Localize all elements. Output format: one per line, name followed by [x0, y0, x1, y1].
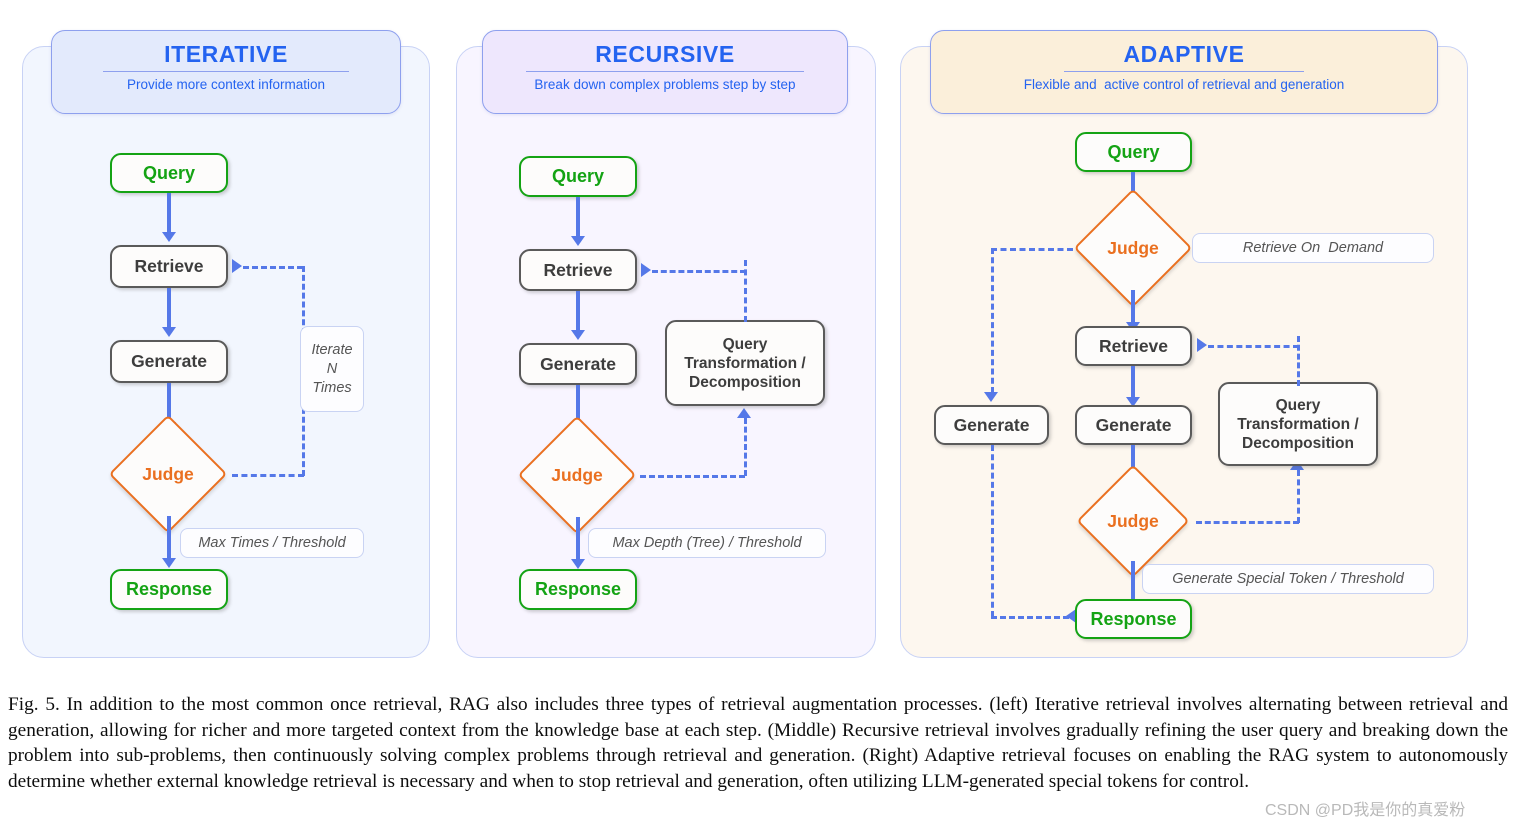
panel-iterative-title: ITERATIVE	[164, 41, 288, 67]
node-retrieve-recursive[interactable]: Retrieve	[519, 249, 637, 291]
arrow-query-to-retrieve	[167, 193, 171, 233]
node-judge-label: Judge	[1107, 237, 1159, 258]
arrowhead-down	[570, 236, 585, 246]
node-judge-bottom-adaptive[interactable]: Judge	[1073, 464, 1193, 578]
arrow-generate-to-judge	[167, 383, 171, 425]
arrow-judge-to-response	[167, 516, 171, 561]
chip-max-times-threshold: Max Times / Threshold	[180, 528, 364, 558]
arrowhead-left	[1197, 337, 1207, 352]
arrow-query-to-judge	[1131, 172, 1135, 205]
arrow-judge-to-response	[1131, 561, 1135, 605]
node-generate-iterative[interactable]: Generate	[110, 340, 228, 383]
arrow-query-to-retrieve	[576, 197, 580, 237]
panel-recursive-header: RECURSIVE Break down complex problems st…	[482, 30, 848, 114]
node-judge-top-adaptive[interactable]: Judge	[1073, 188, 1193, 308]
arrowhead-down	[984, 392, 998, 402]
panel-recursive-title: RECURSIVE	[595, 41, 735, 67]
node-judge-iterative[interactable]: Judge	[108, 414, 228, 534]
arrowhead-up	[737, 408, 751, 418]
chip-generate-special-token: Generate Special Token / Threshold	[1142, 564, 1434, 594]
arrowhead-down	[1125, 397, 1140, 407]
node-query-adaptive[interactable]: Query	[1075, 132, 1192, 172]
divider	[526, 71, 804, 72]
node-retrieve-iterative[interactable]: Retrieve	[110, 245, 228, 288]
node-judge-recursive[interactable]: Judge	[517, 415, 637, 535]
dashed-loop-to-retrieve	[243, 266, 303, 269]
arrow-retrieve-to-generate	[576, 291, 580, 331]
arrow-generate-to-judge	[1131, 445, 1135, 481]
figure-caption: Fig. 5. In addition to the most common o…	[8, 694, 1508, 792]
panel-adaptive-title: ADAPTIVE	[1123, 41, 1245, 67]
panel-recursive-subtitle: Break down complex problems step by step	[534, 77, 796, 92]
node-label: Query Transformation / Decomposition	[684, 335, 806, 391]
node-judge-label: Judge	[142, 463, 194, 484]
arrowhead-down	[161, 327, 176, 337]
node-query-recursive[interactable]: Query	[519, 156, 637, 197]
arrowhead-left	[232, 258, 242, 273]
arrowhead-right	[1066, 609, 1076, 623]
arrowhead-down	[570, 330, 585, 340]
node-generate-recursive[interactable]: Generate	[519, 343, 637, 385]
node-generate-center-adaptive[interactable]: Generate	[1075, 405, 1192, 445]
arrowhead-down	[161, 232, 176, 242]
chip-retrieve-on-demand: Retrieve On Demand	[1192, 233, 1434, 263]
chip-max-depth-threshold: Max Depth (Tree) / Threshold	[588, 528, 826, 558]
node-response-iterative[interactable]: Response	[110, 569, 228, 610]
divider	[103, 71, 349, 72]
chip-iterate-n-times: Iterate N Times	[300, 326, 364, 412]
dashed-judge-to-loop	[232, 474, 304, 477]
panel-iterative-header: ITERATIVE Provide more context informati…	[51, 30, 401, 114]
dashed-left-to-response	[991, 616, 1069, 619]
arrowhead-down	[570, 559, 585, 569]
arrow-generate-to-judge	[576, 385, 580, 429]
node-response-recursive[interactable]: Response	[519, 569, 637, 610]
dashed-left-branch-down	[991, 248, 994, 393]
node-response-adaptive[interactable]: Response	[1075, 599, 1192, 639]
node-label: Query Transformation / Decomposition	[1237, 396, 1359, 452]
arrow-judge-to-retrieve	[1131, 290, 1135, 324]
arrowhead-down	[161, 558, 176, 568]
node-query-transformation-recursive[interactable]: Query Transformation / Decomposition	[665, 320, 825, 406]
node-query-transformation-adaptive[interactable]: Query Transformation / Decomposition	[1218, 382, 1378, 466]
node-retrieve-adaptive[interactable]: Retrieve	[1075, 326, 1192, 366]
dashed-judge-to-left-branch	[991, 248, 1073, 251]
dashed-judge-to-transform	[640, 475, 745, 478]
dashed-transform-riser	[744, 418, 747, 476]
watermark: CSDN @PD我是你的真爱粉	[1265, 802, 1466, 819]
arrow-retrieve-to-generate	[1131, 366, 1135, 399]
arrow-judge-to-response	[576, 517, 580, 562]
node-judge-label: Judge	[1107, 510, 1159, 531]
panel-adaptive-subtitle: Flexible and active control of retrieval…	[1023, 77, 1345, 92]
node-generate-left-adaptive[interactable]: Generate	[934, 405, 1049, 445]
dashed-left-generate-down	[991, 445, 994, 617]
panel-adaptive-header: ADAPTIVE Flexible and active control of …	[930, 30, 1438, 114]
dashed-transform-to-retrieve	[652, 270, 746, 273]
dashed-transform-to-retrieve-riser	[744, 260, 747, 322]
dashed-transform-riser	[1297, 470, 1300, 523]
dashed-judge-to-transform	[1196, 521, 1299, 524]
divider	[1064, 71, 1304, 72]
panel-iterative-subtitle: Provide more context information	[126, 77, 326, 92]
dashed-transform-to-retrieve-riser	[1297, 336, 1300, 386]
node-query-iterative[interactable]: Query	[110, 153, 228, 193]
arrow-retrieve-to-generate	[167, 288, 171, 328]
node-judge-label: Judge	[551, 464, 603, 485]
arrowhead-left	[641, 262, 651, 277]
dashed-transform-to-retrieve	[1208, 345, 1299, 348]
